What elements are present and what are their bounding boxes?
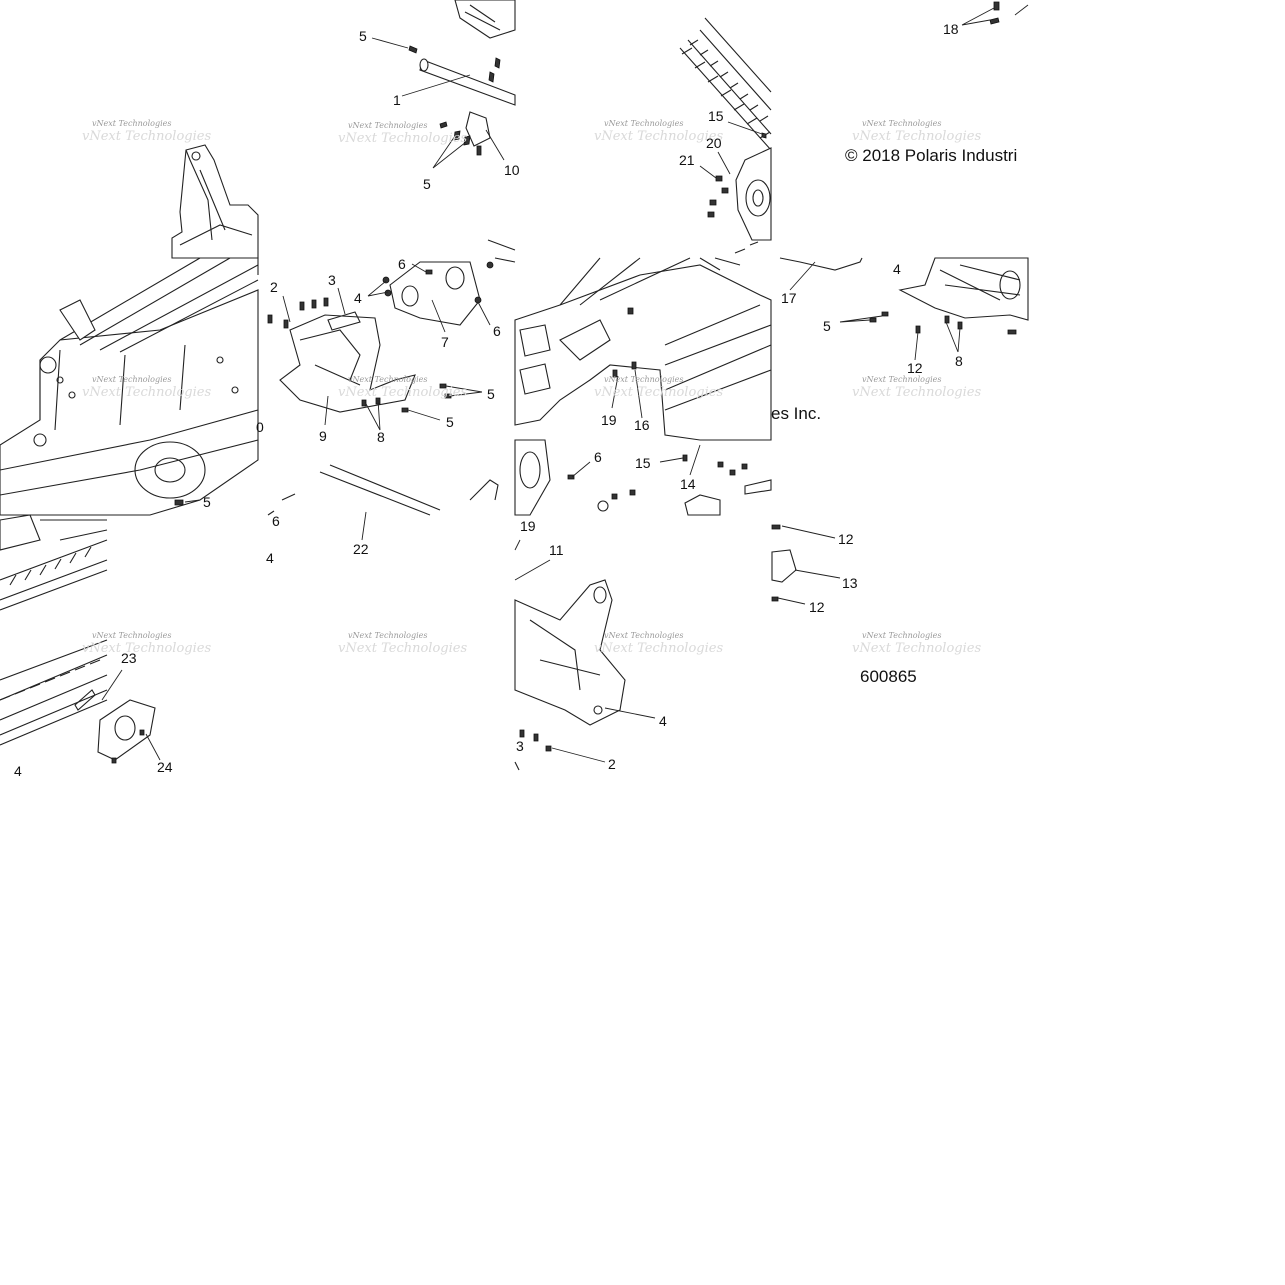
watermark-text: vNext Technologies	[604, 631, 683, 640]
watermark-text: vNext Technologies	[348, 631, 427, 640]
callout-label: 21	[679, 152, 695, 168]
svg-text:vNext Technologies: vNext Technologies	[852, 385, 981, 400]
callout-label: 4	[354, 290, 362, 306]
callout-label: 20	[706, 135, 722, 151]
svg-text:vNext Technologies: vNext Technologies	[82, 129, 211, 144]
callout-label: 5	[487, 386, 495, 402]
callout-label: 1	[393, 92, 401, 108]
callout-label: 9	[319, 428, 327, 444]
watermark-text: vNext Technologies	[862, 631, 941, 640]
callout-label: 19	[601, 412, 617, 428]
upper-right-fasteners	[961, 1, 1029, 26]
callout-label: 12	[809, 599, 825, 615]
callout-label: 8	[377, 429, 385, 445]
skid-rail-rear-plate	[0, 514, 156, 764]
callout-label: 4	[14, 763, 22, 779]
callout-label: 22	[353, 541, 369, 557]
callout-label: 15	[708, 108, 724, 124]
callout-label: 23	[121, 650, 137, 666]
watermark-text: vNext Technologies	[92, 631, 171, 640]
callout-label: 6	[594, 449, 602, 465]
front-frame-bracket-top	[171, 144, 259, 259]
watermark-text: vNext Technologies	[862, 375, 941, 384]
tunnel-chassis	[0, 257, 259, 516]
copyright-text: © 2018 Polaris Industri	[845, 146, 1017, 165]
callout-label: 6	[272, 513, 280, 529]
callout-label: 7	[441, 334, 449, 350]
callout-label: 12	[907, 360, 923, 376]
svg-text:vNext Technologies: vNext Technologies	[852, 641, 981, 656]
callout-label: 5	[823, 318, 831, 334]
callout-label: 3	[516, 738, 524, 754]
watermark-group: vNext Technologies vNext Technologies vN…	[82, 119, 981, 656]
svg-text:vNext Technologies: vNext Technologies	[338, 131, 467, 146]
right-front-brackets	[779, 257, 1029, 335]
rail-and-idler	[679, 17, 772, 254]
callout-label: 8	[955, 353, 963, 369]
rear-suspension-bracket	[514, 524, 797, 771]
callout-label: 5	[423, 176, 431, 192]
callout-label: 13	[842, 575, 858, 591]
svg-text:vNext Technologies: vNext Technologies	[594, 129, 723, 144]
svg-text:vNext Technologies: vNext Technologies	[594, 385, 723, 400]
callout-label: 2	[608, 756, 616, 772]
svg-text:vNext Technologies: vNext Technologies	[82, 385, 211, 400]
callout-label: 15	[635, 455, 651, 471]
callout-label: 11	[549, 542, 564, 558]
callout-label: 4	[893, 261, 901, 277]
watermark-text: vNext Technologies	[92, 119, 171, 128]
svg-text:vNext Technologies: vNext Technologies	[852, 129, 981, 144]
watermark-text: vNext Technologies	[862, 119, 941, 128]
callout-label: 4	[266, 550, 274, 566]
svg-text:vNext Technologies: vNext Technologies	[594, 641, 723, 656]
callout-label: 3	[328, 272, 336, 288]
callout-label: 24	[157, 759, 173, 775]
callout-label: 12	[838, 531, 854, 547]
callout-label: 19	[520, 518, 536, 534]
front-suspension-bracket	[267, 239, 516, 516]
watermark-text: vNext Technologies	[604, 375, 683, 384]
svg-text:vNext Technologies: vNext Technologies	[338, 385, 467, 400]
callout-label: 5	[359, 28, 367, 44]
callout-label: 6	[493, 323, 501, 339]
callout-label: 16	[634, 417, 650, 433]
callout-label: 2	[270, 279, 278, 295]
callout-label: 17	[781, 290, 797, 306]
watermark-text: vNext Technologies	[348, 121, 427, 130]
svg-text:vNext Technologies: vNext Technologies	[82, 641, 211, 656]
callout-label: 5	[446, 414, 454, 430]
figure-number: 600865	[860, 667, 917, 686]
watermark-text: vNext Technologies	[92, 375, 171, 384]
callout-label: 6	[398, 256, 406, 272]
callout-label: 14	[680, 476, 696, 492]
callout-labels: 5 1 5 10 15 20 21 18 2 3 4 6 7 6 5 5 9 8…	[14, 21, 963, 779]
watermark-text: vNext Technologies	[348, 375, 427, 384]
callout-label: 10	[504, 162, 520, 178]
callout-label: 5	[203, 494, 211, 510]
callout-label: 0	[256, 419, 264, 435]
svg-text:vNext Technologies: vNext Technologies	[338, 641, 467, 656]
rear-tunnel-assembly	[514, 257, 772, 516]
copyright-text-fragment: es Inc.	[771, 404, 821, 423]
callout-label: 18	[943, 21, 959, 37]
callout-label: 4	[659, 713, 667, 729]
watermark-text: vNext Technologies	[604, 119, 683, 128]
